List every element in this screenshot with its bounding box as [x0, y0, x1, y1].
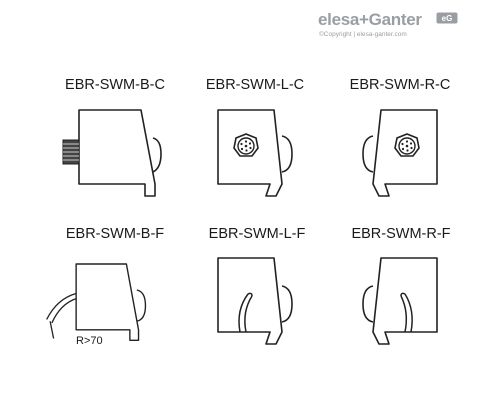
switch-body-r-f: [372, 257, 438, 345]
variant-label-r-c: EBR-SWM-R-C: [349, 77, 451, 93]
switch-knob-b-c: [152, 137, 162, 173]
switch-knob-l-c: [281, 135, 293, 173]
bend-radius-label: R>70: [76, 335, 103, 347]
switch-knob-r-f: [362, 285, 374, 323]
connector-socket-icon: [233, 133, 259, 157]
variant-label-l-f: EBR-SWM-L-F: [208, 226, 306, 242]
switch-diagram-r-f: [362, 257, 438, 345]
eg-logo-icon: eG: [436, 12, 458, 24]
switch-diagram-b-c: [62, 109, 162, 197]
switch-body-b-f: [75, 263, 140, 341]
side-cable-icon: [46, 292, 77, 339]
switch-diagram-b-f: [46, 263, 147, 341]
switch-knob-r-c: [362, 135, 374, 173]
switch-body-b-c: [78, 109, 156, 197]
variant-label-r-f: EBR-SWM-R-F: [351, 226, 451, 242]
switch-diagram-r-c: [362, 109, 438, 197]
variant-label-l-c: EBR-SWM-L-C: [205, 77, 305, 93]
switch-knob-b-f: [136, 289, 147, 322]
svg-text:eG: eG: [442, 14, 453, 23]
brand-name: elesa+Ganter: [318, 10, 422, 29]
threaded-plug-icon: [62, 139, 80, 165]
variant-label-b-c: EBR-SWM-B-C: [65, 77, 165, 93]
switch-diagram-l-c: [217, 109, 293, 197]
connector-socket-icon: [394, 133, 420, 157]
brand-copyright: ©Copyright | elesa-ganter.com: [319, 31, 407, 38]
brand-logo: elesa+Ganter eG ©Copyright | elesa-gante…: [318, 10, 498, 42]
variant-label-b-f: EBR-SWM-B-F: [65, 226, 165, 242]
bottom-cable-icon: [400, 292, 413, 333]
bottom-cable-icon: [238, 292, 253, 333]
switch-knob-l-f: [281, 285, 293, 323]
switch-diagram-l-f: [217, 257, 293, 345]
